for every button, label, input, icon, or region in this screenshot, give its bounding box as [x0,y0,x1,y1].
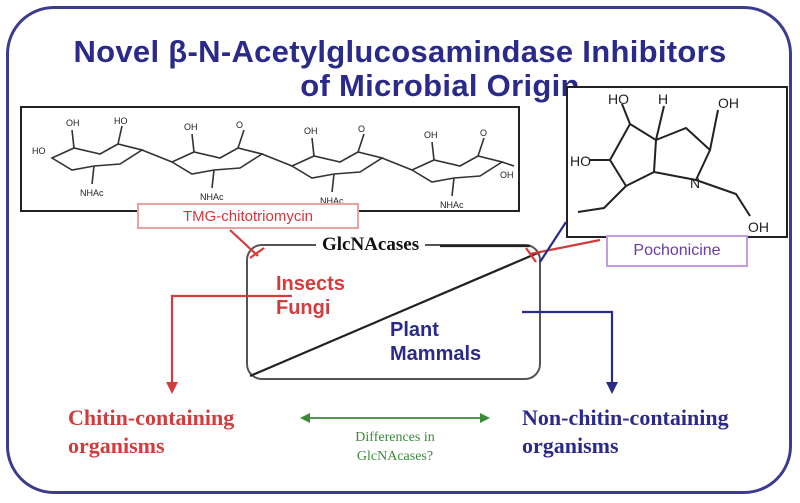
pochonicine-inhibition-blue [539,221,567,263]
arrow-to-chitin [170,294,292,384]
nonchitin-arrowhead [606,382,618,394]
chitin-line-2: organisms [68,433,165,458]
svg-text:NHAc: NHAc [200,192,224,202]
svg-text:OH: OH [66,118,80,128]
plant-mammals-label: Plant Mammals [390,318,481,366]
svg-text:OH: OH [304,126,318,136]
chain-structure-drawing: HO OH HO NHAc OH O NHAc OH O NHAc OH O NHAc OH [32,116,515,210]
svg-text:HO: HO [114,116,128,126]
svg-text:O: O [236,120,243,130]
nonchitin-line-1: Non-chitin-containing [522,405,729,430]
glcnacases-label: GlcNAcases [316,234,426,256]
chitin-arrowhead [166,382,178,394]
tmg-chitotriomycin-label: TMG-chitotriomycin [137,203,359,229]
svg-text:N: N [690,175,700,191]
chitin-containing-label: Chitin-containing organisms [68,404,234,460]
svg-text:OH: OH [500,170,514,180]
nonchitin-line-2: organisms [522,433,619,458]
svg-text:H: H [658,91,668,107]
svg-text:HO: HO [32,146,46,156]
svg-text:NHAc: NHAc [440,200,464,210]
svg-text:O: O [480,128,487,138]
non-chitin-containing-label: Non-chitin-containing organisms [522,404,729,460]
svg-text:O: O [358,124,365,134]
svg-text:OH: OH [184,122,198,132]
svg-text:OH: OH [718,95,739,111]
differences-label: Differences in GlcNAcases? [320,428,470,466]
svg-text:HO: HO [608,91,629,107]
insects-text: Insects [276,273,345,295]
fungi-text: Fungi [276,297,331,319]
diagonal-divider [249,250,541,378]
svg-text:HO: HO [570,153,591,169]
diff-arrowhead-right [480,413,490,423]
pochonicine-label: Pochonicine [606,235,748,267]
svg-text:NHAc: NHAc [320,196,344,206]
diff-line-2: GlcNAcases? [356,449,434,464]
chitin-line-1: Chitin-containing [68,405,235,430]
svg-text:NHAc: NHAc [80,188,104,198]
svg-text:OH: OH [424,130,438,140]
svg-text:OH: OH [748,219,769,235]
tmg-inhibition-line [229,229,259,257]
pochonicine-structure: HO HO H OH OH N [566,86,788,238]
pochonicine-structure-drawing: HO HO H OH OH N [570,91,769,235]
plant-text: Plant [390,319,439,341]
tmg-chitotriomycin-structure: HO OH HO NHAc OH O NHAc OH O NHAc OH O NHAc OH [20,106,520,212]
diff-line-1: Differences in [355,430,435,445]
insects-fungi-label: Insects Fungi [276,272,345,320]
title-line-2: of Microbial Origin [300,68,580,103]
mammals-text: Mammals [390,343,482,365]
arrow-to-nonchitin [522,310,614,384]
diff-arrowhead-left [300,413,310,423]
title-line-1: Novel β-N-Acetylglucosamindase Inhibitor… [73,34,727,69]
pochonicine-inhibition-red [529,238,601,256]
